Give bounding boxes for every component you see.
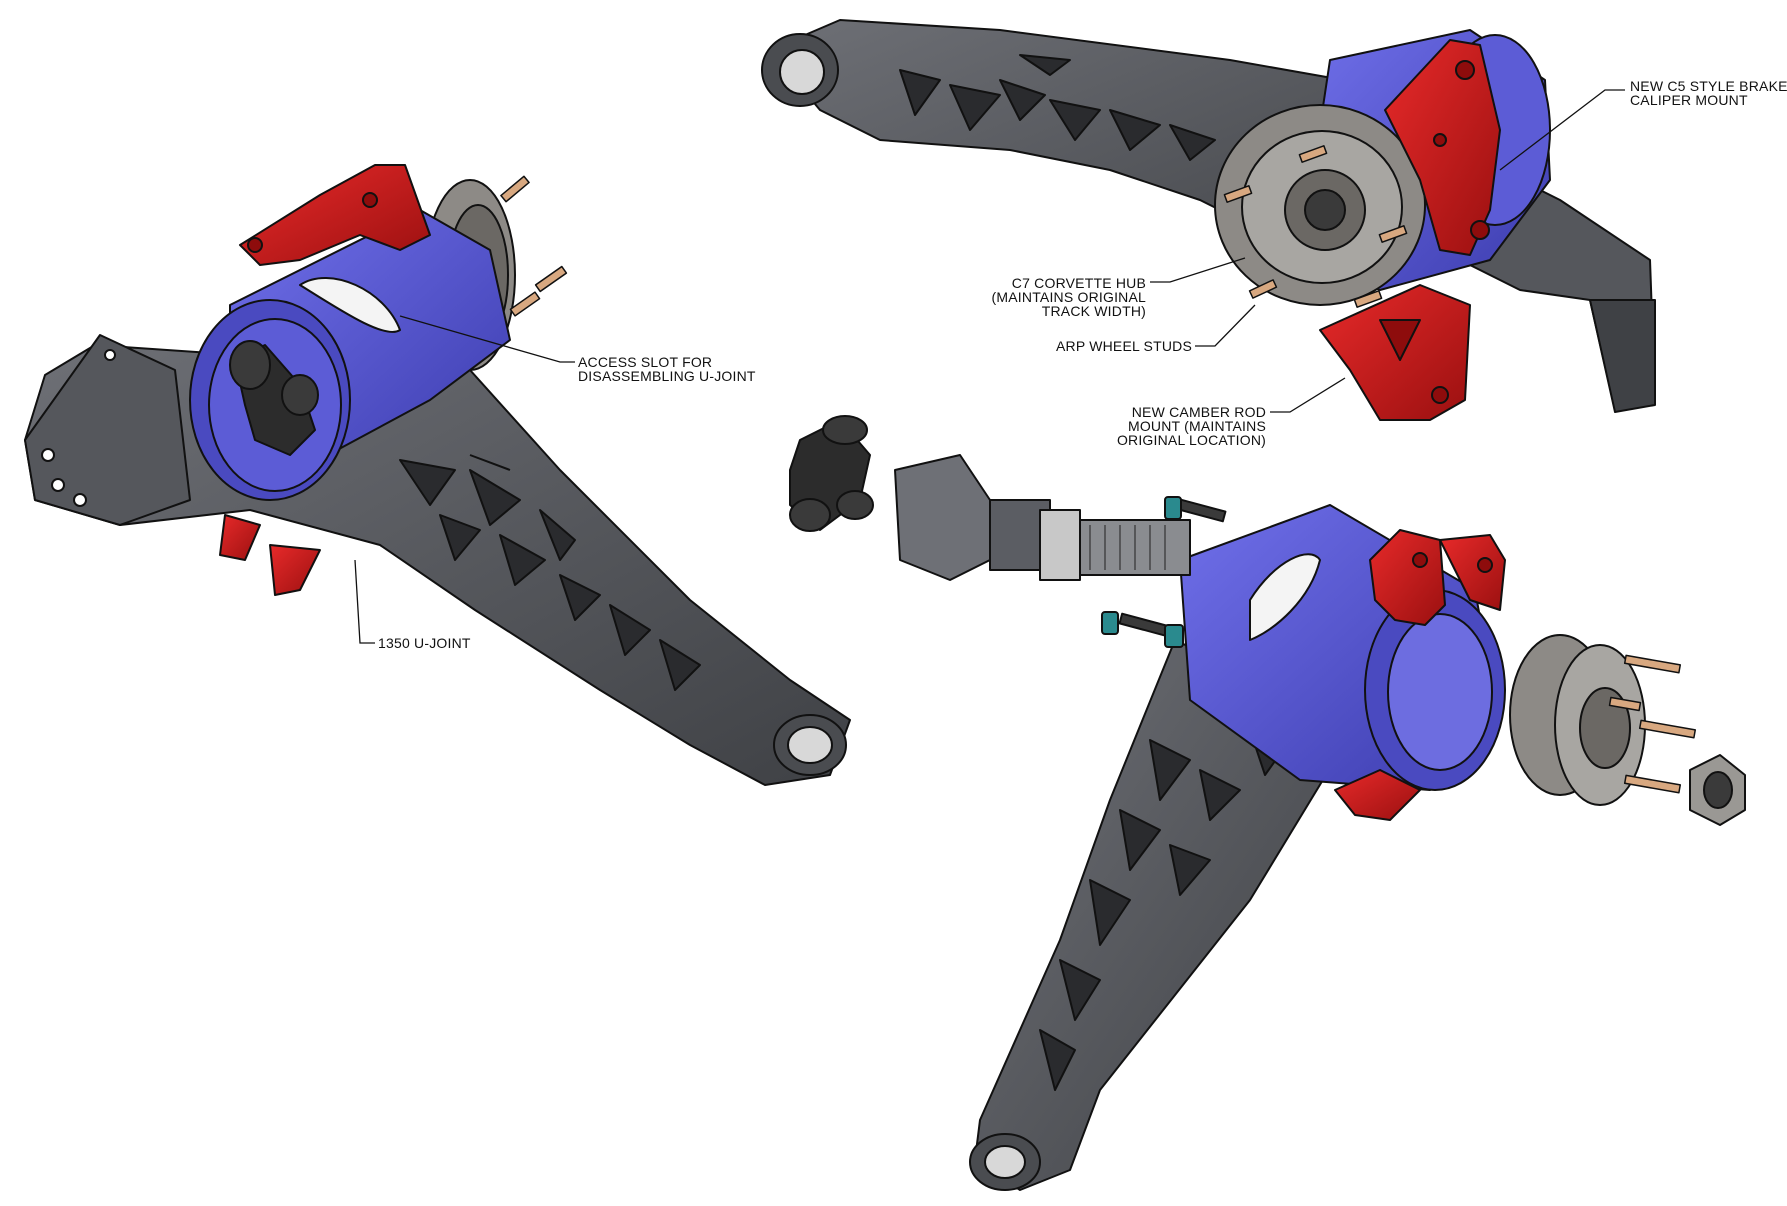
callout-hub-line3: TRACK WIDTH) <box>1041 303 1146 319</box>
leader-lines <box>354 89 1625 644</box>
callout-camber-line3: ORIGINAL LOCATION) <box>1116 432 1266 448</box>
leader-hub <box>1150 257 1246 283</box>
callout-camber-line1: NEW CAMBER ROD <box>1131 404 1266 420</box>
callout-ujoint: 1350 U-JOINT <box>378 636 471 650</box>
leader-studs <box>1195 304 1256 347</box>
leader-ujoint <box>354 559 375 644</box>
leader-brake-mount <box>1499 89 1625 171</box>
callout-brake-mount-line1: NEW C5 STYLE BRAKE <box>1630 78 1787 94</box>
callout-access-slot-line2: DISASSEMBLING U-JOINT <box>578 368 756 384</box>
callout-access-slot-line1: ACCESS SLOT FOR <box>578 354 713 370</box>
callout-hub-line2: (MAINTAINS ORIGINAL <box>991 289 1146 305</box>
callout-ujoint-line1: 1350 U-JOINT <box>378 635 471 651</box>
callout-brake-mount: NEW C5 STYLE BRAKE CALIPER MOUNT <box>1630 79 1787 107</box>
left-trailing-arm-assembly-icon <box>24 164 851 786</box>
callout-studs: ARP WHEEL STUDS <box>1020 339 1192 353</box>
callout-hub: C7 CORVETTE HUB (MAINTAINS ORIGINAL TRAC… <box>990 276 1146 318</box>
top-trailing-arm-assembly-icon <box>761 19 1656 421</box>
exploded-assembly-icon <box>789 415 1746 1191</box>
callout-studs-line1: ARP WHEEL STUDS <box>1055 338 1192 354</box>
leader-camber <box>1270 377 1346 413</box>
callout-camber-line2: MOUNT (MAINTAINS <box>1127 418 1266 434</box>
callout-hub-line1: C7 CORVETTE HUB <box>1011 275 1146 291</box>
callout-camber: NEW CAMBER ROD MOUNT (MAINTAINS ORIGINAL… <box>1100 405 1266 447</box>
callout-access-slot: ACCESS SLOT FOR DISASSEMBLING U-JOINT <box>578 355 756 383</box>
callout-brake-mount-line2: CALIPER MOUNT <box>1630 92 1748 108</box>
leader-access-slot <box>399 315 575 363</box>
